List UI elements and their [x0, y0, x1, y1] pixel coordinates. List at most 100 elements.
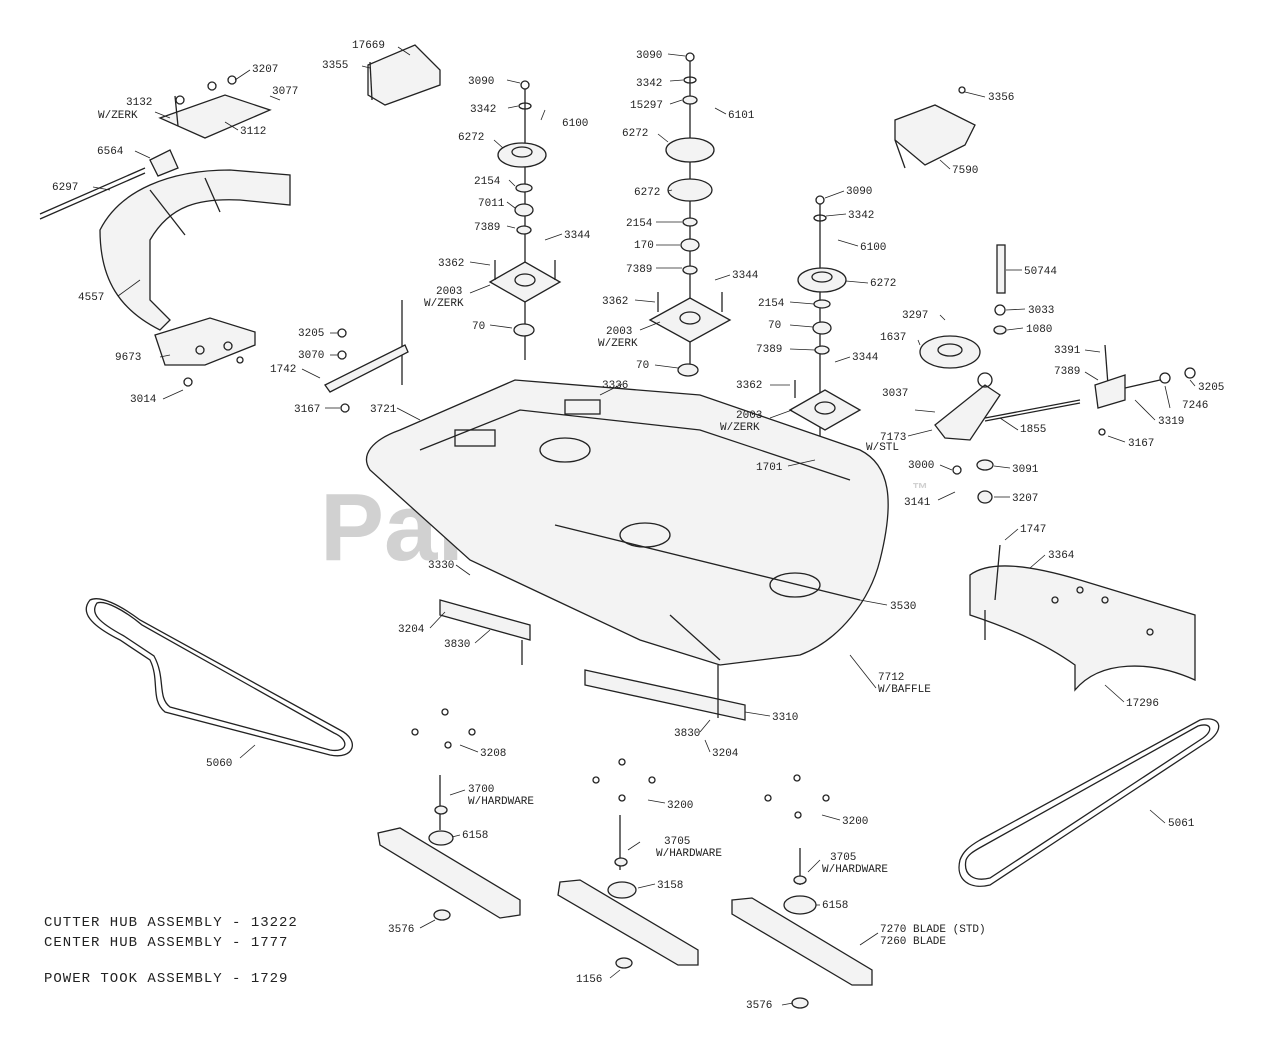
part-label: 7260 BLADE	[880, 936, 946, 948]
part-label: 3336	[602, 380, 628, 392]
part-label: 3207	[252, 64, 278, 76]
part-label: 1637	[880, 332, 906, 344]
part-label: 3362	[602, 296, 628, 308]
part-label: 70	[636, 360, 649, 372]
part-label: 3091	[1012, 464, 1039, 476]
part-label: 7590	[952, 165, 978, 177]
part-label: 1747	[1020, 524, 1046, 536]
part-label: 6101	[728, 110, 755, 122]
part-label: 3132	[126, 97, 152, 109]
part-label: 3362	[438, 258, 464, 270]
part-label: 3070	[298, 350, 324, 362]
part-label: 6272	[458, 132, 484, 144]
part-label: 50744	[1024, 266, 1057, 278]
part-label: 3391	[1054, 345, 1081, 357]
discharge-baffle	[969, 544, 1196, 692]
top-cover-plate	[367, 44, 441, 106]
part-label: 3205	[1198, 382, 1224, 394]
part-label: 3090	[468, 76, 494, 88]
part-label: 3705	[664, 836, 690, 848]
part-label: 2154	[626, 218, 653, 230]
part-label: 6272	[634, 187, 660, 199]
assembly-note: CUTTER HUB ASSEMBLY - 13222	[44, 915, 298, 931]
part-label: 6272	[622, 128, 648, 140]
part-label: 70	[768, 320, 781, 332]
part-label: 1701	[756, 462, 783, 474]
part-label: 3090	[846, 186, 872, 198]
part-label: 7389	[474, 222, 500, 234]
part-label: 3342	[848, 210, 874, 222]
part-label: 7011	[478, 198, 505, 210]
part-label: 3037	[882, 388, 908, 400]
part-label: 3297	[902, 310, 928, 322]
part-label: 3077	[272, 86, 298, 98]
assembly-note: CENTER HUB ASSEMBLY - 1777	[44, 935, 288, 951]
part-label: 3204	[712, 748, 739, 760]
part-label: 3705	[830, 852, 856, 864]
part-label: 3830	[674, 728, 700, 740]
part-label: 3830	[444, 639, 470, 651]
blade-left	[377, 775, 521, 921]
part-label: 3207	[1012, 493, 1038, 505]
part-label: 2154	[758, 298, 785, 310]
part-label: 3362	[736, 380, 762, 392]
part-label: 6564	[97, 146, 124, 158]
mower-deck-housing	[365, 379, 889, 721]
assembly-notes: CUTTER HUB ASSEMBLY - 13222 CENTER HUB A…	[44, 915, 298, 987]
part-label: 1080	[1026, 324, 1052, 336]
part-label: W/HARDWARE	[656, 848, 722, 860]
part-label: 6297	[52, 182, 78, 194]
part-label: W/ZERK	[98, 110, 138, 122]
drive-belt-left	[85, 598, 353, 757]
pivot-bracket-right	[1094, 344, 1196, 436]
part-label: 3355	[322, 60, 348, 72]
part-label: 3090	[636, 50, 662, 62]
drive-belt-right	[958, 718, 1220, 887]
part-label: 17296	[1126, 698, 1159, 710]
right-cover-plate	[894, 86, 976, 169]
assembly-note: POWER TOOK ASSEMBLY - 1729	[44, 971, 288, 987]
part-label: 7173	[880, 432, 906, 444]
part-label: W/BAFFLE	[878, 684, 931, 696]
part-label: 3167	[1128, 438, 1154, 450]
blade-center	[557, 815, 699, 969]
part-label: 3319	[1158, 416, 1184, 428]
part-label: 3530	[890, 601, 916, 613]
part-label: 1855	[1020, 424, 1046, 436]
watermark-trademark: ™	[912, 481, 928, 498]
part-label: 2154	[474, 176, 501, 188]
leader-lines	[92, 46, 1196, 1006]
part-label: 2003	[606, 326, 632, 338]
part-label: 2003	[436, 286, 462, 298]
part-label: 3208	[480, 748, 506, 760]
part-label: 7270 BLADE (STD)	[880, 924, 986, 936]
part-label: 3200	[667, 800, 693, 812]
part-label: 3576	[746, 1000, 772, 1012]
spindle-assembly-right	[788, 195, 862, 462]
part-label: W/ZERK	[424, 298, 464, 310]
part-label: 6100	[860, 242, 886, 254]
part-label: 3014	[130, 394, 157, 406]
idler-bracket-assembly	[39, 75, 272, 220]
deck-lift-bracket	[324, 300, 409, 413]
part-label: 3205	[298, 328, 324, 340]
part-label: 3141	[904, 497, 931, 509]
part-label: 5061	[1168, 818, 1195, 830]
part-label: 170	[634, 240, 654, 252]
part-label: W/STL	[866, 442, 899, 454]
part-label: 3364	[1048, 550, 1075, 562]
part-label: W/ZERK	[720, 422, 760, 434]
part-label: W/HARDWARE	[822, 864, 888, 876]
part-label: 3167	[294, 404, 320, 416]
loose-hardware	[411, 708, 830, 819]
part-label: 2003	[736, 410, 762, 422]
part-label: 3344	[732, 270, 759, 282]
part-label: 17669	[352, 40, 385, 52]
part-label: 3342	[470, 104, 496, 116]
part-label: 1156	[576, 974, 602, 986]
part-label: 3112	[240, 126, 266, 138]
spindle-assembly-center	[648, 52, 732, 377]
part-labels: 17669 3355 3207 3077 3132 W/ZERK 3112 65…	[52, 40, 1224, 1012]
